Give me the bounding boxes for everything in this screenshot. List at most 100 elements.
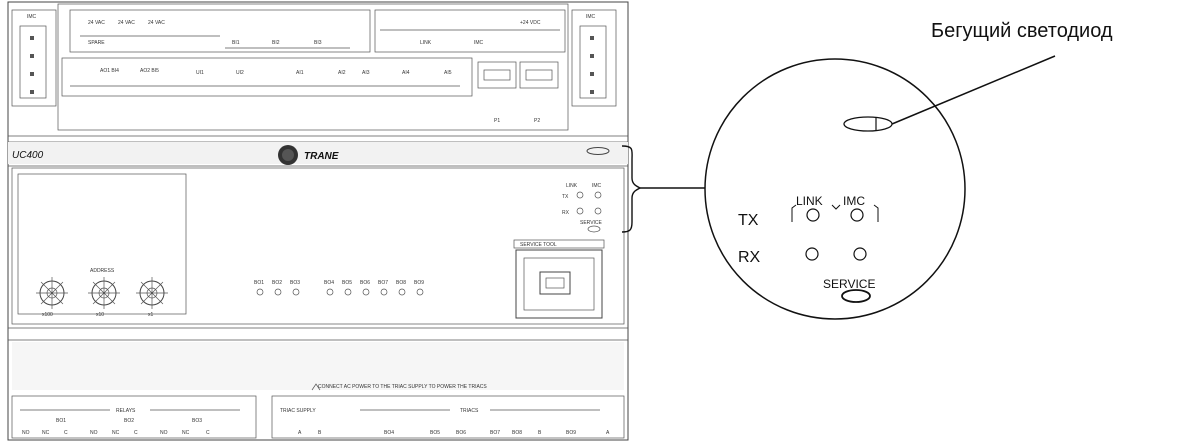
- terminal-label: 24 VAC: [118, 20, 135, 26]
- top-terminal-strip-right: [374, 9, 566, 53]
- device-imc-label: IMC: [592, 183, 602, 189]
- address-window: [17, 173, 187, 315]
- relay-led: [362, 288, 370, 296]
- terminal-label: UI1: [196, 70, 204, 76]
- triac-term-label: BO5: [430, 430, 440, 436]
- relay-led-label: BO9: [414, 280, 424, 286]
- zoom-rx-label: RX: [738, 249, 761, 266]
- imc-right-pin: [590, 90, 594, 94]
- relay-led-label: BO3: [290, 280, 300, 286]
- imc-left-pin: [30, 90, 34, 94]
- device-rx-label: RX: [562, 210, 570, 216]
- address-dial[interactable]: [36, 277, 68, 309]
- terminal-label: BI1: [232, 40, 240, 46]
- led-rx-imc: [853, 247, 867, 261]
- terminal-label: AO2 BI5: [140, 68, 159, 74]
- terminal-label: +24 VDC: [520, 20, 541, 26]
- imc-left-pin: [30, 36, 34, 40]
- device-tx-label: TX: [562, 194, 569, 200]
- usb-port-housing: [515, 249, 603, 319]
- top-terminal-housing: [57, 3, 569, 131]
- terminal-label: UI2: [236, 70, 244, 76]
- imc-right-socket: [579, 25, 607, 99]
- service-tool-label: SERVICE TOOL: [520, 242, 557, 248]
- triac-power-note: CONNECT AC POWER TO THE TRIAC SUPPLY TO …: [318, 384, 487, 390]
- model-label: UC400: [12, 150, 44, 161]
- triac-term-label: BO8: [512, 430, 522, 436]
- triac-term-label: B: [538, 430, 542, 436]
- led-tx-imc: [850, 208, 864, 222]
- front-header-strip: [8, 142, 628, 164]
- relay-led: [274, 288, 282, 296]
- relay-led-label: BO1: [254, 280, 264, 286]
- relay-led: [380, 288, 388, 296]
- triac-term-label: BO7: [490, 430, 500, 436]
- terminal-label: BI2: [272, 40, 280, 46]
- top-terminal-area: IMC IMC 24 VAC 24 VAC 24 VAC SPARE BI1 B…: [11, 3, 617, 131]
- terminal-label: 24 VAC: [148, 20, 165, 26]
- magnified-view: LINK IMC TX RX SERVICE: [704, 58, 966, 320]
- zoom-link-label: LINK: [796, 194, 823, 208]
- device-service-button[interactable]: [587, 225, 601, 233]
- usb-port-frame: [523, 257, 595, 311]
- terminal-label: AI5: [444, 70, 452, 76]
- trane-logo-inner: [282, 149, 294, 161]
- device-led-rx-imc: [594, 207, 602, 215]
- triac-term-label: B: [318, 430, 322, 436]
- zoom-imc-label: IMC: [843, 194, 865, 208]
- relay-led-label: BO2: [272, 280, 282, 286]
- imc-left-socket: [19, 25, 47, 99]
- led-tx-link: [806, 208, 820, 222]
- dial-label: x100: [42, 312, 53, 318]
- relay-led: [344, 288, 352, 296]
- p2-label: P2: [534, 118, 540, 124]
- relay-led-label: BO8: [396, 280, 406, 286]
- device-service-label: SERVICE: [580, 220, 603, 226]
- service-tool-header: [513, 239, 605, 249]
- relay-term-label: NO: [22, 430, 30, 436]
- usb-port-icon[interactable]: [539, 271, 571, 295]
- p1-socket: [483, 69, 511, 81]
- relay-led-row: BO1 BO2 BO3 BO4 BO5 BO6 BO7 BO8 BO9: [254, 280, 424, 296]
- triac-term-label: A: [606, 430, 610, 436]
- imc-connector-left: [11, 9, 57, 107]
- triac-term-label: BO6: [456, 430, 466, 436]
- imc-left-pin: [30, 54, 34, 58]
- dial-label: x10: [96, 312, 104, 318]
- relay-led-label: BO7: [378, 280, 388, 286]
- note-arrow-icon: [311, 383, 321, 391]
- relay-term-label: NC: [42, 430, 50, 436]
- imc-right-pin: [590, 72, 594, 76]
- marquee-led-device: [586, 147, 610, 155]
- relay-term-label: C: [206, 430, 210, 436]
- relay-group-label: BO1: [56, 418, 66, 424]
- terminal-sublabel: SPARE: [88, 40, 105, 46]
- terminal-label: IMC: [474, 40, 484, 46]
- triac-term-label: BO9: [566, 430, 576, 436]
- relay-group-label: BO3: [192, 418, 202, 424]
- imc-bracket-right: [873, 204, 879, 222]
- triac-term-label: A: [298, 430, 302, 436]
- address-label: ADDRESS: [90, 268, 115, 274]
- relay-term-label: NO: [90, 430, 98, 436]
- address-dial[interactable]: [136, 277, 168, 309]
- relay-led-label: BO6: [360, 280, 370, 286]
- relay-group-label: BO2: [124, 418, 134, 424]
- triac-terminal-strip: [271, 395, 625, 439]
- mid-terminal-strip: [61, 57, 473, 97]
- relays-label: RELAYS: [116, 408, 136, 414]
- terminal-label: BI3: [314, 40, 322, 46]
- service-button[interactable]: [841, 289, 871, 303]
- main-panel: [11, 167, 625, 325]
- relay-led-label: BO5: [342, 280, 352, 286]
- terminal-label: AO1 BI4: [100, 68, 119, 74]
- zoom-service-label: SERVICE: [823, 277, 875, 291]
- terminal-label: AI4: [402, 70, 410, 76]
- imc-right-pin: [590, 36, 594, 40]
- device-led-tx-imc: [594, 191, 602, 199]
- relay-led: [292, 288, 300, 296]
- relay-led: [326, 288, 334, 296]
- imc-left-pin: [30, 72, 34, 76]
- relay-led-label: BO4: [324, 280, 334, 286]
- address-dial[interactable]: [88, 277, 120, 309]
